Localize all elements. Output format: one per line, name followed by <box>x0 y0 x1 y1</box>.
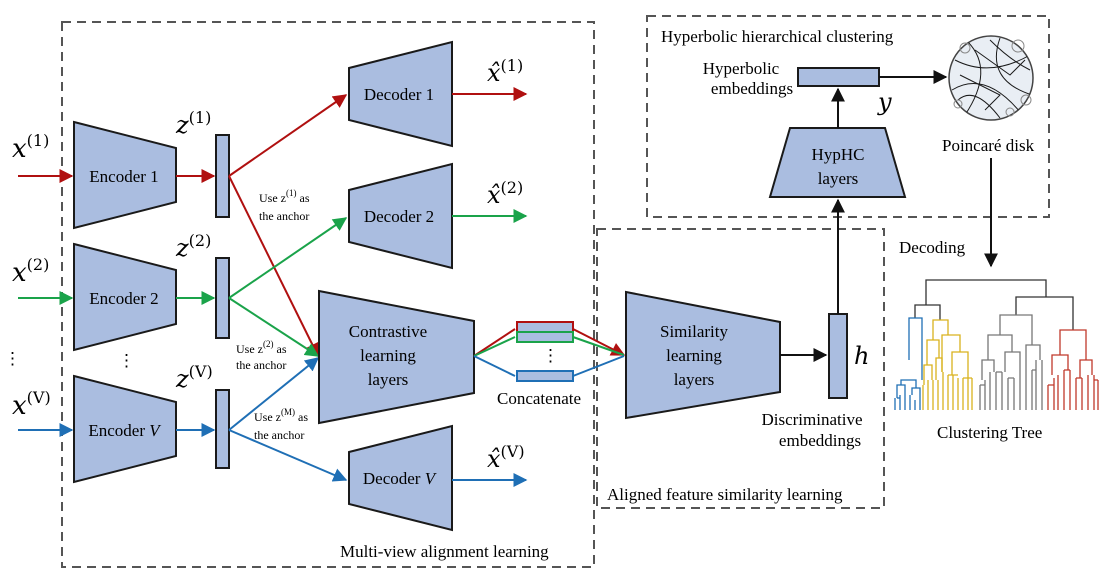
concat-dots: ⋮ <box>542 346 559 365</box>
decoder-1-block <box>348 40 453 148</box>
output-xhat2: x̂(2) <box>487 178 523 209</box>
arrow-zv-contrastive <box>228 357 320 431</box>
arrow-z1-contrastive <box>228 175 319 358</box>
decoder-2-label: Decoder 2 <box>364 207 434 226</box>
aligned-region-label: Aligned feature similarity learning <box>607 485 843 504</box>
aligned-region <box>596 228 885 509</box>
anchor-z1-note-2: the anchor <box>259 209 309 223</box>
clustering-tree-label: Clustering Tree <box>937 423 1042 442</box>
encoder-1-block <box>73 120 177 230</box>
concat-label: Concatenate <box>497 389 581 408</box>
similarity-label-2: learning <box>666 346 722 365</box>
poincare-disk <box>948 35 1034 121</box>
arrow-concat-red <box>572 328 626 356</box>
arrow-concat-green <box>572 336 625 356</box>
decoder-v-block <box>348 424 453 532</box>
hyperbolic-region-label: Hyperbolic hierarchical clustering <box>661 27 894 46</box>
hyphc-label-1: HypHC <box>812 145 865 164</box>
arrow-zv-decoderv <box>228 429 348 482</box>
similarity-block <box>625 290 781 420</box>
embedding-h-label: h <box>854 342 869 370</box>
encoder-2-label: Encoder 2 <box>89 289 158 308</box>
hyphc-label-2: layers <box>818 169 859 188</box>
multiview-region-label: Multi-view alignment learning <box>340 542 549 561</box>
hyperbolic-y-label: y <box>877 88 892 116</box>
discriminative-label-2: embeddings <box>779 431 861 450</box>
hyperbolic-region <box>646 15 1050 218</box>
latent-z1-label: z(1) <box>175 108 211 139</box>
arrow-contrastive-blue <box>473 355 516 377</box>
latent-z1-bar <box>215 134 230 218</box>
arrow-z2-contrastive <box>228 297 320 357</box>
arrow-concat-blue <box>572 355 625 377</box>
encoder-v-block <box>73 374 177 484</box>
latent-zv-bar <box>215 389 230 469</box>
encoder-v-label: Encoder V <box>88 421 162 440</box>
input-x2: x(2) <box>12 255 49 288</box>
hyperbolic-y-bar <box>797 67 880 87</box>
decoder-2-block <box>348 162 453 270</box>
similarity-label-3: layers <box>674 370 715 389</box>
anchor-z2-note: Use z(2) as <box>236 339 287 356</box>
embedding-h-bar <box>828 313 848 399</box>
concat-bar-blue <box>516 370 574 382</box>
input-xv: x(V) <box>12 388 51 421</box>
input-x1: x(1) <box>12 131 49 164</box>
decoder-1-label: Decoder 1 <box>364 85 434 104</box>
arrow-z2-decoder2 <box>228 217 348 299</box>
hyperbolic-emb-label-1: Hyperbolic <box>703 59 780 78</box>
latent-z2-label: z(2) <box>175 231 211 262</box>
hyperbolic-emb-label-2: embeddings <box>711 79 793 98</box>
contrastive-block <box>318 289 475 425</box>
decoder-v-label: Decoder V <box>363 469 438 488</box>
arrow-contrastive-red <box>473 328 516 357</box>
latent-z2-bar <box>215 257 230 339</box>
concat-bar-red <box>516 321 574 333</box>
arrow-contrastive-green <box>473 336 516 357</box>
contrastive-label-1: Contrastive <box>349 322 427 341</box>
latent-zv-label: z(V) <box>175 362 213 393</box>
anchor-zm-note: Use z(M) as <box>254 407 308 424</box>
clustering-tree <box>894 279 1099 410</box>
encoder-dots: ⋮ <box>118 351 135 370</box>
hyphc-block <box>768 127 907 198</box>
input-dots: ⋮ <box>4 349 21 368</box>
output-xhatv: x̂(V) <box>487 442 525 473</box>
contrastive-label-2: learning <box>360 346 416 365</box>
anchor-zm-note-2: the anchor <box>254 428 304 442</box>
discriminative-label-1: Discriminative <box>761 410 862 429</box>
decoding-label: Decoding <box>899 238 966 257</box>
output-xhat1: x̂(1) <box>487 56 523 87</box>
arrow-z1-decoder1 <box>228 94 348 177</box>
concat-bar-green <box>516 331 574 343</box>
poincare-label: Poincaré disk <box>942 136 1035 155</box>
contrastive-label-3: layers <box>368 370 409 389</box>
encoder-1-label: Encoder 1 <box>89 167 158 186</box>
similarity-label-1: Similarity <box>660 322 729 341</box>
anchor-z2-note-2: the anchor <box>236 358 286 372</box>
anchor-z1-note: Use z(1) as <box>259 188 310 205</box>
encoder-2-block <box>73 242 177 352</box>
